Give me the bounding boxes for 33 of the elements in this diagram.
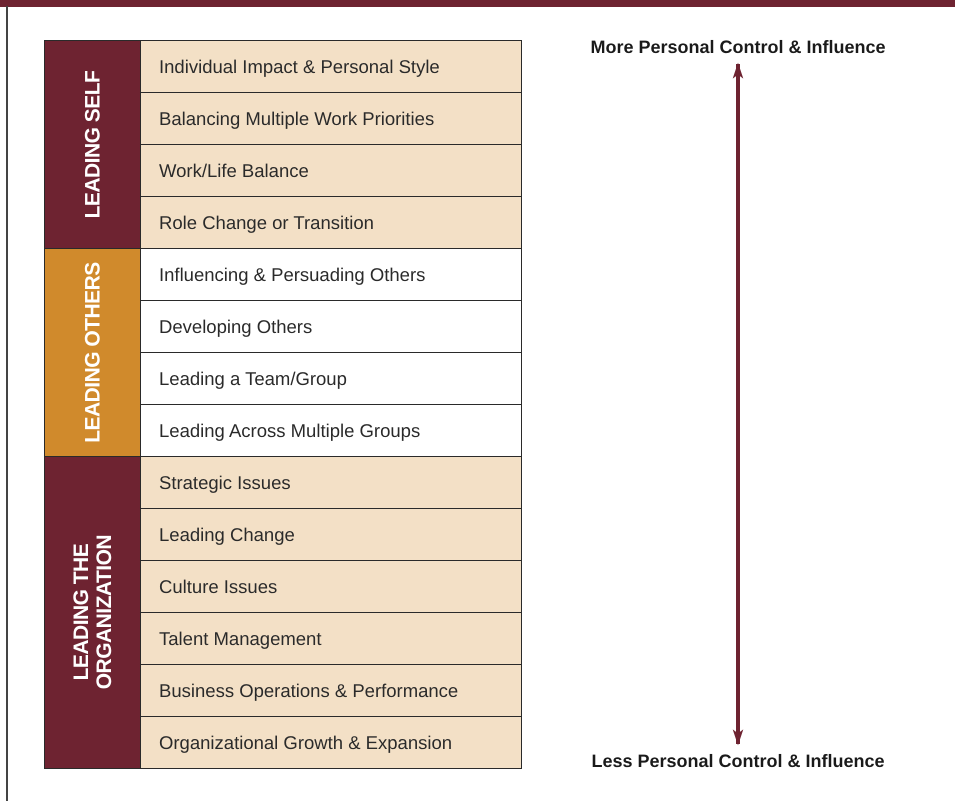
topic-label: Talent Management (159, 626, 322, 651)
topic-row (140, 664, 522, 717)
topic-row (140, 456, 522, 509)
topic-label: Individual Impact & Personal Style (159, 54, 440, 79)
topic-label: Balancing Multiple Work Priorities (159, 106, 434, 131)
topic-label: Culture Issues (159, 574, 278, 599)
category-label: LEADING OTHERS (80, 261, 104, 445)
topic-label: Leading Change (159, 522, 295, 547)
topic-label: Developing Others (159, 314, 312, 339)
double-headed-arrow (732, 62, 744, 746)
topic-label: Role Change or Transition (159, 210, 374, 235)
category-band (44, 248, 141, 457)
category-label: LEADING SELF (80, 70, 104, 220)
category-label: LEADING THE ORGANIZATION (69, 534, 116, 692)
topic-row (140, 196, 522, 249)
topic-row (140, 560, 522, 613)
topic-label: Leading a Team/Group (159, 366, 347, 391)
scale-end-label: More Personal Control & Influence (590, 36, 886, 58)
scale-end-label: Less Personal Control & Influence (591, 750, 885, 772)
topic-row (140, 508, 522, 561)
topic-row (140, 40, 522, 93)
category-band (44, 456, 141, 769)
topic-row (140, 144, 522, 197)
topic-label: Work/Life Balance (159, 158, 309, 183)
topic-label: Organizational Growth & Expansion (159, 730, 452, 755)
topic-row (140, 612, 522, 665)
topic-label: Business Operations & Performance (159, 678, 458, 703)
topic-row (140, 92, 522, 145)
topic-label: Strategic Issues (159, 470, 291, 495)
topic-label: Influencing & Persuading Others (159, 262, 426, 287)
topic-label: Leading Across Multiple Groups (159, 418, 420, 443)
topic-row (140, 716, 522, 769)
category-band (44, 40, 141, 249)
